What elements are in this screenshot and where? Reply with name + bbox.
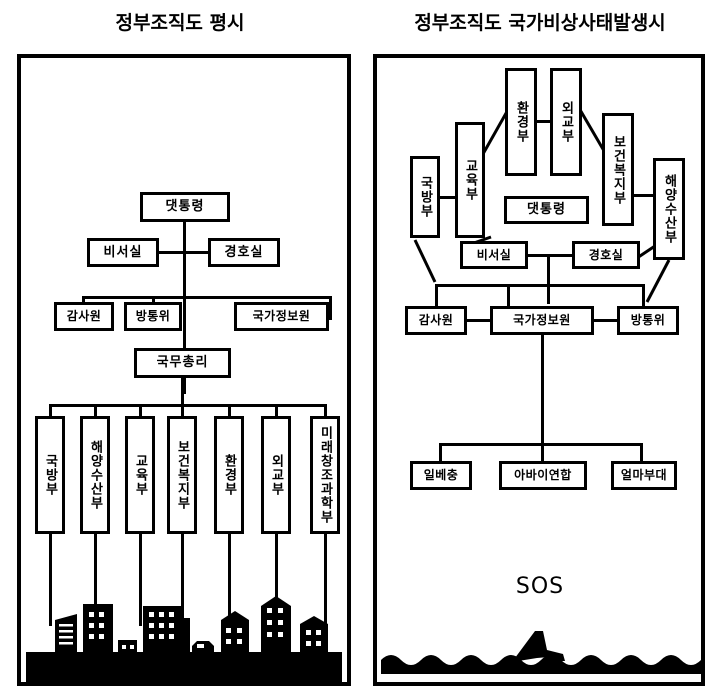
connector-audit-intel [465,319,492,322]
peacetime-chart-panel: 댓통령 비서실 경호실 감사원 방통위 [17,54,351,686]
connector-drop-ministry-4 [228,404,231,418]
node-group-abai-union[interactable]: 아바이연합 [499,461,587,490]
node-security-office-emergency[interactable]: 경호실 [572,241,640,269]
connector-pm-drop [181,378,184,406]
connector-defense-education [440,196,456,199]
node-secretariat-peacetime[interactable]: 비서실 [87,238,159,267]
city-skyline-illustration [21,578,347,686]
connector-intel-spine [541,335,544,445]
node-ministry-foreign-affairs-emergency[interactable]: 외교부 [550,68,582,176]
connector-health-oceans [634,194,654,197]
connector-drop-ministry-3 [181,404,184,418]
connector-drop-group-1 [541,443,544,463]
left-chart-title: 정부조직도 평시 [115,12,245,34]
peacetime-chart-inner: 댓통령 비서실 경호실 감사원 방통위 [21,58,347,682]
node-ministry-defense-emergency[interactable]: 국방부 [410,156,440,238]
connector-defense-audit [411,238,439,284]
connector-president-spine [183,222,186,352]
node-ministry-foreign-affairs-peacetime[interactable]: 외교부 [261,416,291,534]
node-security-office-peacetime[interactable]: 경호실 [208,238,280,267]
connector-drop-ministry-0 [49,404,52,418]
connector-drop-broadcast-emergency [642,284,645,308]
connector-drop-audit-emergency [435,284,438,308]
connector-drop-group-0 [439,443,442,463]
node-audit-board-peacetime[interactable]: 감사원 [54,302,114,331]
node-ministry-defense-peacetime[interactable]: 국방부 [35,416,65,534]
connector-drop-ministry-1 [94,404,97,418]
node-ministry-oceans-fisheries-peacetime[interactable]: 해양수산부 [80,416,110,534]
node-broadcasting-commission-peacetime[interactable]: 방통위 [124,302,182,331]
node-prime-minister-peacetime[interactable]: 국무총리 [134,348,231,378]
node-group-ilbechung[interactable]: 일베충 [410,461,472,490]
sinking-ship-sea-illustration [377,614,703,684]
connector-intel-broadcast [592,319,619,322]
node-ministry-oceans-fisheries-emergency[interactable]: 해양수산부 [653,158,685,260]
right-chart-title: 정부조직도 국가비상사태발생시 [414,12,666,34]
node-ministry-education-peacetime[interactable]: 교육부 [125,416,155,534]
node-ministry-environment-peacetime[interactable]: 환경부 [214,416,244,534]
connector-drop-group-2 [640,443,643,463]
node-intelligence-service-emergency[interactable]: 국가정보원 [490,306,594,335]
node-president-emergency[interactable]: 댓통령 [504,196,589,224]
emergency-chart-inner: 국방부 교육부 환경부 외교부 보건복지부 해양수산부 [377,58,701,682]
connector-stem-4 [228,534,231,626]
node-secretariat-emergency[interactable]: 비서실 [460,241,528,269]
node-president-peacetime[interactable]: 댓통령 [140,192,230,222]
connector-drop-ministry-6 [324,404,327,418]
connector-drop-intel-emergency [507,284,510,308]
connector-stem-3 [181,534,184,626]
node-audit-board-emergency[interactable]: 감사원 [405,306,467,335]
node-group-eolma-corps[interactable]: 얼마부대 [611,461,677,490]
node-ministry-education-emergency[interactable]: 교육부 [455,122,485,238]
emergency-chart-panel: 국방부 교육부 환경부 외교부 보건복지부 해양수산부 [373,54,705,686]
connector-environment-foreign [537,120,551,123]
connector-secretariat-security-emergency [526,254,574,257]
sos-distress-text: SOS [515,574,565,599]
connector-stem-5 [275,534,278,626]
connector-stem-2 [139,534,142,626]
connector-secretariat-security [157,251,211,254]
connector-drop-ministry-5 [275,404,278,418]
connector-agency-bus [82,296,332,299]
connector-ministry-bus [49,404,327,407]
node-intelligence-service-peacetime[interactable]: 국가정보원 [234,302,329,331]
connector-center-spine-emergency [547,254,550,304]
connector-education-environment [481,106,511,156]
node-ministry-health-welfare-peacetime[interactable]: 보건복지부 [167,416,197,534]
connector-drop-intel [329,296,332,320]
connector-stem-6 [324,534,327,626]
node-ministry-health-welfare-emergency[interactable]: 보건복지부 [602,113,634,226]
node-ministry-future-science-peacetime[interactable]: 미래창조과학부 [310,416,340,534]
node-broadcasting-commission-emergency[interactable]: 방통위 [617,306,679,335]
connector-stem-0 [49,534,52,626]
connector-agency-bus-emergency [435,284,645,287]
node-ministry-environment-emergency[interactable]: 환경부 [505,68,537,176]
connector-drop-ministry-2 [139,404,142,418]
connector-oceans-broadcast [643,258,673,304]
connector-stem-1 [94,534,97,626]
